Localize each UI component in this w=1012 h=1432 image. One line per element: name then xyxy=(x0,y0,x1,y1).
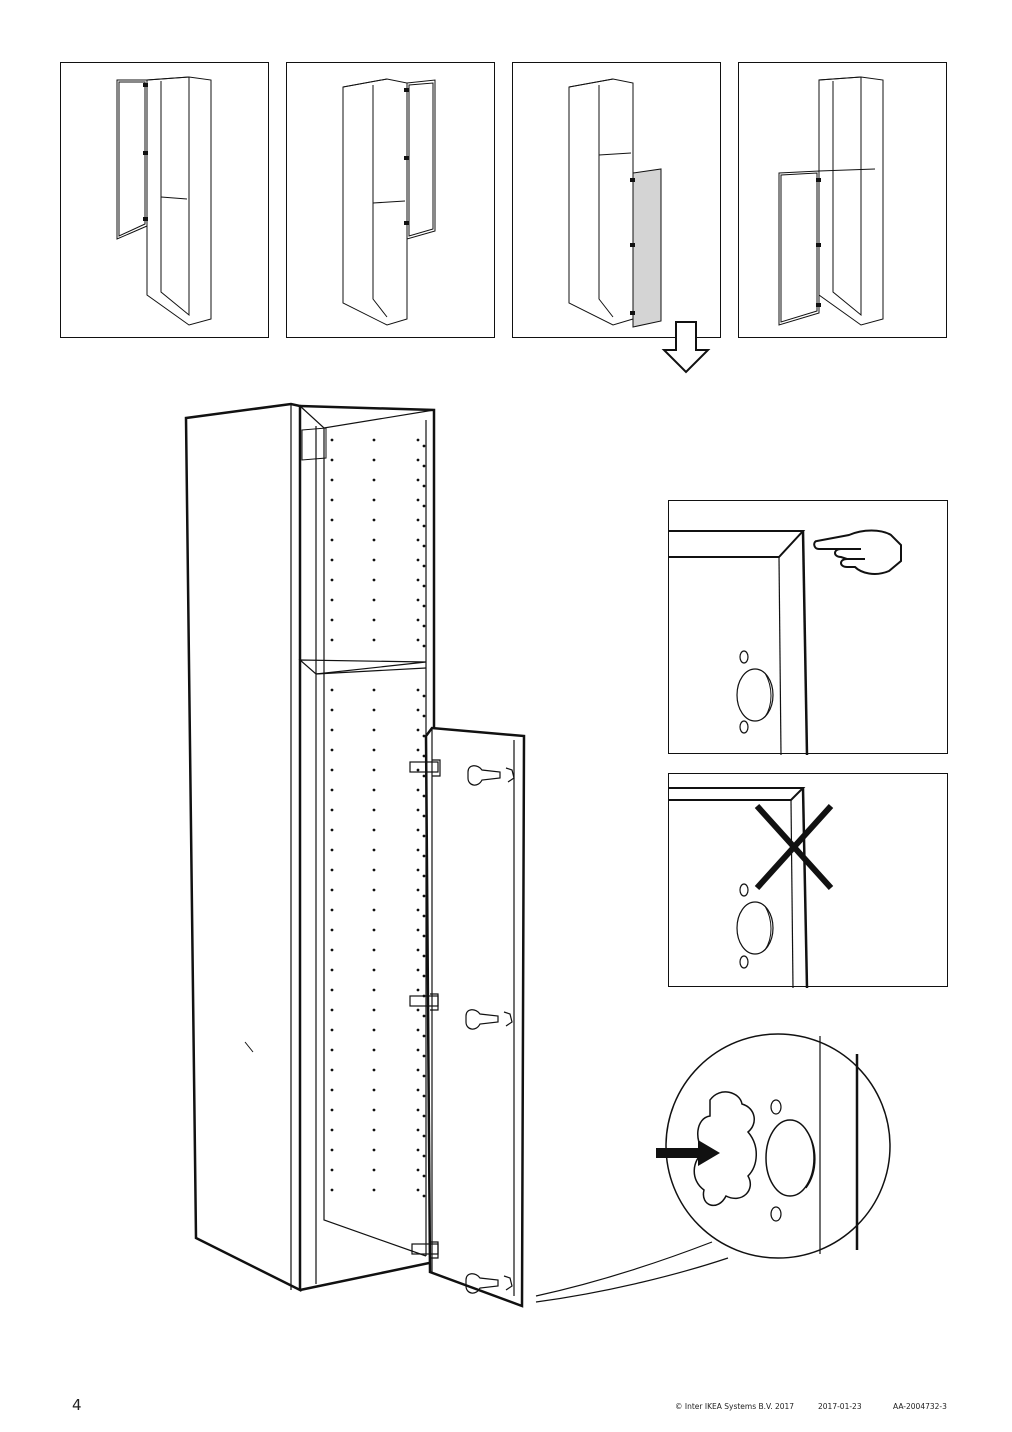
cabinet-thumbnail-drawing xyxy=(342,78,436,326)
hinge-icon xyxy=(409,993,513,1030)
hinge-icon xyxy=(411,1241,513,1294)
hinge-cup-detail xyxy=(535,1033,891,1303)
door-edge-incorrect-drawing xyxy=(669,787,834,988)
document-id: AA-2004732-3 xyxy=(893,1402,947,1411)
step-thumbnail-1 xyxy=(60,62,269,338)
door-edge-correct-drawing xyxy=(669,529,902,755)
copyright-notice: © Inter IKEA Systems B.V. 2017 xyxy=(675,1402,795,1411)
step-thumbnail-4 xyxy=(738,62,947,338)
cabinet-thumbnail-drawing xyxy=(116,76,212,326)
detail-incorrect-panel xyxy=(668,773,948,988)
cabinet-door-drawing xyxy=(424,726,526,1308)
cross-mark-icon xyxy=(754,803,834,891)
insert-arrow-icon xyxy=(656,1140,720,1166)
cabinet-thumbnail-drawing xyxy=(778,76,884,326)
cabinet-drawing xyxy=(184,402,436,1293)
document-date: 2017-01-23 xyxy=(818,1402,862,1411)
step-thumbnail-2 xyxy=(286,62,495,338)
page-number: 4 xyxy=(72,1396,82,1414)
detail-correct-panel xyxy=(668,500,948,755)
step-thumbnail-3 xyxy=(512,62,721,338)
cabinet-thumbnail-drawing xyxy=(568,78,662,328)
hinge-icon xyxy=(409,759,515,786)
finger-pointing-icon xyxy=(813,529,902,575)
